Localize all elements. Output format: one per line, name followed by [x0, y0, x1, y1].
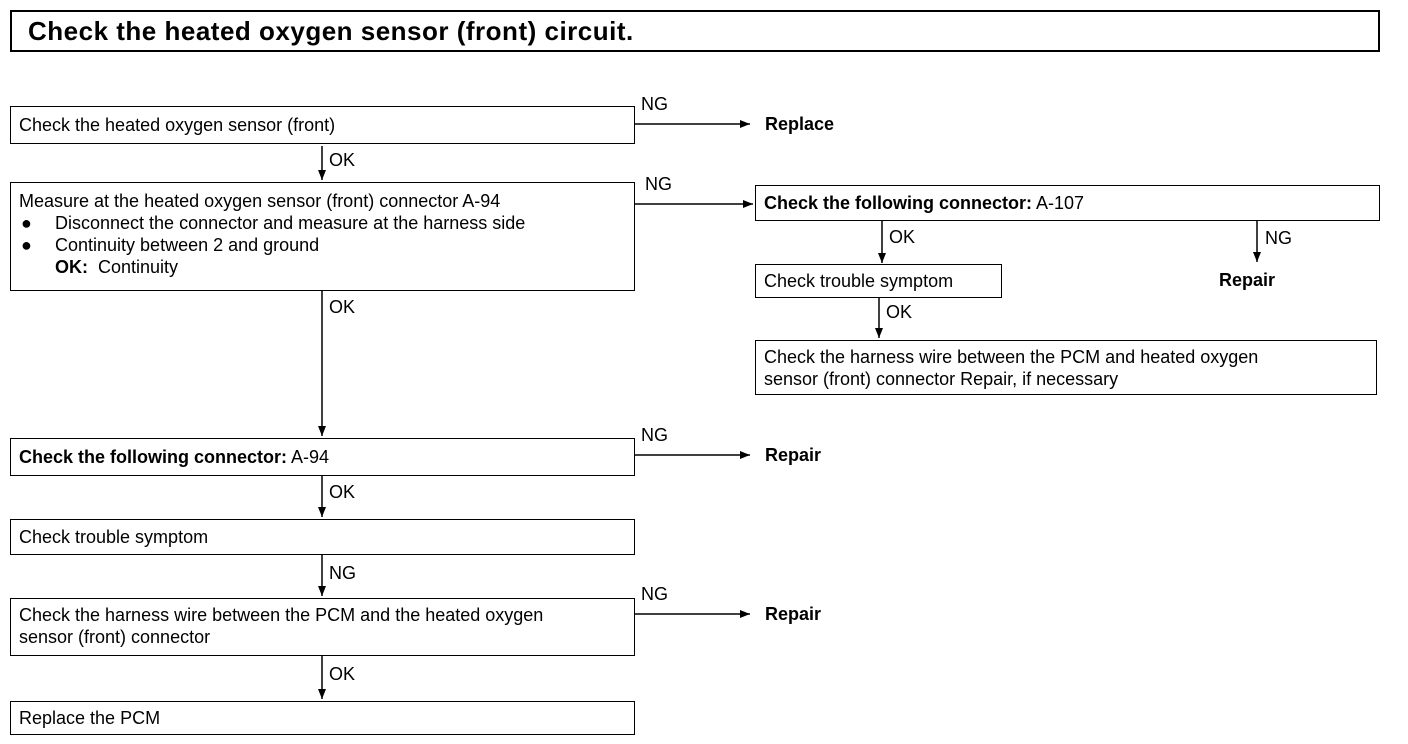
ng-label: NG [641, 584, 668, 604]
bullet-text: Disconnect the connector and measure at … [55, 213, 526, 233]
page-title: Check the heated oxygen sensor (front) c… [10, 10, 1380, 52]
ok-value: Continuity [98, 257, 179, 277]
step-check-connector-a107: Check the following connector: A-107 [755, 185, 1380, 221]
ok-label: OK [889, 227, 916, 247]
step-check-sensor-front: Check the heated oxygen sensor (front) [10, 106, 635, 144]
step-text: Measure at the heated oxygen sensor (fro… [19, 191, 501, 211]
step-text: Check trouble symptom [764, 271, 954, 291]
outcome-repair: Repair [765, 445, 822, 465]
ok-key: OK: [55, 257, 88, 277]
ok-label: OK [329, 482, 356, 502]
ng-label: NG [641, 94, 668, 114]
step-text: Check trouble symptom [19, 527, 209, 547]
ok-label: OK [886, 302, 913, 322]
step-check-trouble-symptom: Check trouble symptom [10, 519, 635, 555]
step-text: sensor (front) connector Repair, if nece… [764, 369, 1119, 389]
outcome-replace: Replace [765, 114, 835, 134]
step-check-harness-right: Check the harness wire between the PCM a… [755, 340, 1377, 395]
step-text: Check the heated oxygen sensor (front) [19, 115, 336, 135]
bullet-text: Continuity between 2 and ground [55, 235, 320, 255]
step-key: Check the following connector: [764, 193, 1033, 213]
outcome-repair: Repair [765, 604, 822, 624]
ng-label: NG [641, 425, 668, 445]
ok-label: OK [329, 150, 356, 170]
ok-label: OK [329, 297, 356, 317]
step-value: A-94 [291, 447, 330, 467]
step-key: Check the following connector: [19, 447, 288, 467]
step-text: sensor (front) connector [19, 627, 211, 647]
step-text: Replace the PCM [19, 708, 161, 728]
bullet-icon: ● [21, 235, 32, 255]
step-check-connector-a94: Check the following connector: A-94 [10, 438, 635, 476]
outcome-repair: Repair [1219, 270, 1276, 290]
step-measure-connector-a94: Measure at the heated oxygen sensor (fro… [10, 182, 635, 291]
step-replace-pcm: Replace the PCM [10, 701, 635, 735]
step-text: Check the harness wire between the PCM a… [764, 347, 1259, 367]
bullet-icon: ● [21, 213, 32, 233]
ok-criterion: OK: Continuity [19, 256, 626, 278]
bullet-line: ● Disconnect the connector and measure a… [19, 212, 626, 234]
step-check-trouble-symptom-right: Check trouble symptom [755, 264, 1002, 298]
step-check-harness-main: Check the harness wire between the PCM a… [10, 598, 635, 656]
step-value: A-107 [1036, 193, 1085, 213]
ng-label: NG [645, 174, 672, 194]
ng-label: NG [1265, 228, 1292, 248]
ok-label: OK [329, 664, 356, 684]
ng-label: NG [329, 563, 356, 583]
step-text: Check the harness wire between the PCM a… [19, 605, 544, 625]
bullet-line: ● Continuity between 2 and ground [19, 234, 626, 256]
